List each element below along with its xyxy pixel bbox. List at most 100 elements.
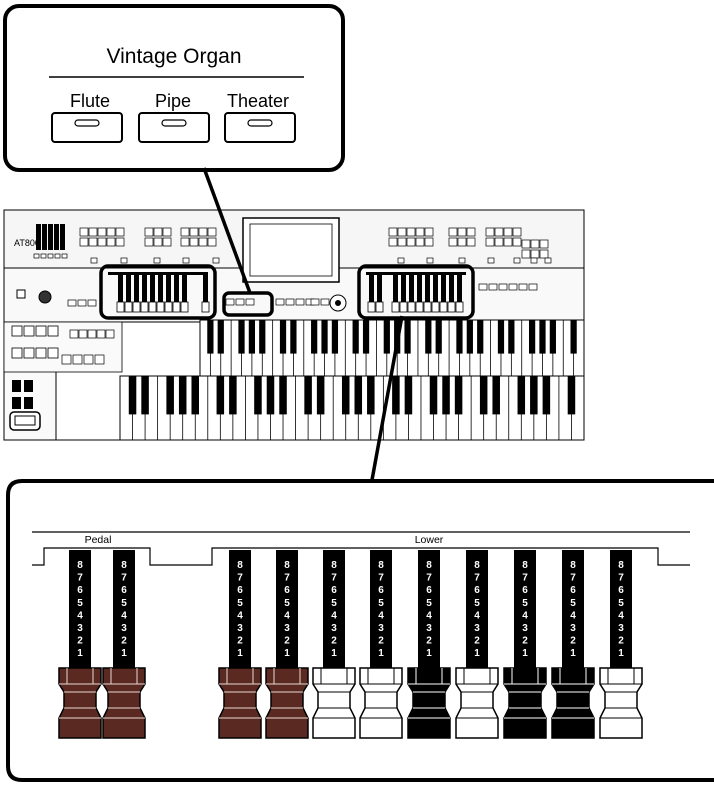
black-key[interactable] [216,376,225,415]
panel-button[interactable] [67,299,77,307]
panel-button[interactable] [106,227,116,237]
panel-small-button[interactable] [90,257,98,264]
panel-button[interactable] [457,227,467,237]
panel-button[interactable] [485,237,495,247]
panel-button[interactable] [79,237,89,247]
panel-small-button[interactable] [426,257,434,264]
black-key[interactable] [304,376,312,415]
lower-keyboard[interactable] [119,375,585,441]
black-key[interactable] [279,320,287,354]
panel-button[interactable] [235,298,245,306]
panel-button[interactable] [97,227,107,237]
drawbar-handle[interactable] [407,667,451,739]
panel-button[interactable] [488,283,498,291]
panel-button[interactable] [198,237,208,247]
panel-button[interactable] [530,239,540,249]
black-key[interactable] [354,376,363,415]
meter-button[interactable] [33,253,40,259]
black-key[interactable] [539,320,546,354]
drawbar-handle[interactable] [58,667,102,739]
black-key[interactable] [404,376,413,415]
black-key[interactable] [497,320,505,354]
panel-drawbar-knob[interactable] [180,301,189,313]
black-key[interactable] [456,320,463,354]
panel-button[interactable] [180,227,190,237]
panel-button[interactable] [198,227,208,237]
black-key[interactable] [530,376,538,415]
meter-button[interactable] [47,253,54,259]
black-key[interactable] [454,376,463,415]
left-panel-slider[interactable] [12,380,21,392]
black-key[interactable] [248,320,256,354]
panel-drawbar-knob[interactable] [399,301,408,313]
black-key[interactable] [392,376,400,415]
panel-button[interactable] [106,237,116,247]
black-key[interactable] [290,320,297,354]
panel-button[interactable] [498,283,508,291]
black-key[interactable] [321,320,328,354]
panel-drawbar[interactable] [425,274,430,302]
panel-drawbar-knob[interactable] [431,301,440,313]
panel-button[interactable] [207,227,217,237]
left-panel-button[interactable] [105,329,115,339]
left-panel-button[interactable] [83,354,94,365]
left-panel-slider[interactable] [12,397,21,409]
drawbar-handle[interactable] [359,667,403,739]
panel-drawbar-knob[interactable] [447,301,456,313]
black-key[interactable] [549,320,556,354]
left-panel-button[interactable] [11,347,23,359]
panel-button[interactable] [448,237,458,247]
panel-button[interactable] [512,237,522,247]
panel-button[interactable] [521,249,531,259]
panel-button[interactable] [457,237,467,247]
meter-button[interactable] [54,253,61,259]
volume-knob[interactable] [38,290,52,304]
left-panel-button[interactable] [61,354,72,365]
panel-small-button[interactable] [182,257,190,264]
panel-button[interactable] [448,227,458,237]
left-panel-button[interactable] [87,329,97,339]
panel-small-button[interactable] [544,257,552,264]
panel-drawbar[interactable] [150,274,155,302]
left-panel-button[interactable] [72,354,83,365]
theater-button[interactable] [224,112,296,143]
panel-button[interactable] [88,237,98,247]
panel-drawbar-knob[interactable] [124,301,133,313]
panel-button[interactable] [144,227,154,237]
panel-small-button[interactable] [513,257,521,264]
black-key[interactable] [279,376,287,415]
panel-button[interactable] [539,249,549,259]
panel-drawbar[interactable] [118,274,123,302]
black-key[interactable] [254,376,262,415]
left-panel-button[interactable] [23,347,35,359]
panel-button[interactable] [162,237,172,247]
black-key[interactable] [435,320,442,354]
panel-button[interactable] [397,237,407,247]
panel-drawbar[interactable] [158,274,163,302]
panel-button[interactable] [528,283,538,291]
panel-drawbar-knob[interactable] [132,301,141,313]
panel-drawbar[interactable] [369,274,374,302]
panel-small-button[interactable] [120,257,128,264]
panel-button[interactable] [88,227,98,237]
panel-small-button[interactable] [487,257,495,264]
panel-drawbar[interactable] [409,274,414,302]
drawbar-handle[interactable] [102,667,146,739]
meter-button[interactable] [40,253,47,259]
panel-drawbar[interactable] [393,274,398,302]
left-panel-button[interactable] [69,329,79,339]
panel-drawbar[interactable] [417,274,422,302]
panel-drawbar[interactable] [441,274,446,302]
panel-button[interactable] [388,227,398,237]
black-key[interactable] [477,320,484,354]
panel-button[interactable] [406,227,416,237]
panel-button[interactable] [320,298,330,306]
panel-button[interactable] [508,283,518,291]
panel-button[interactable] [503,237,513,247]
black-key[interactable] [479,376,488,415]
